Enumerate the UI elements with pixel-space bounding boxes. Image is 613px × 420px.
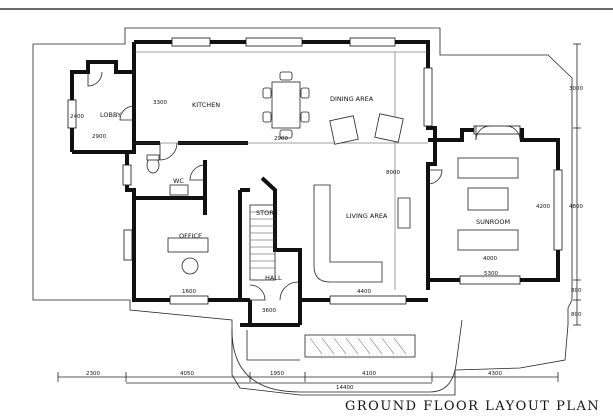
- dim-sunroom-small: 5300: [484, 271, 498, 277]
- dim-right-a: 3000: [569, 86, 583, 92]
- patio-strip: [246, 330, 416, 361]
- dim-kitchen-height: 3300: [153, 100, 167, 106]
- room-kitchen: KITCHEN: [192, 101, 220, 109]
- dim-bottom-4: 4100: [362, 371, 376, 377]
- room-dining: DINING AREA: [330, 95, 374, 103]
- dim-bottom-3: 1950: [270, 371, 284, 377]
- dim-right-d: 800: [571, 312, 582, 318]
- wc-fixtures: [146, 154, 189, 196]
- dim-right-b: 4800: [569, 204, 583, 210]
- plan-title: GROUND FLOOR LAYOUT PLAN: [345, 399, 600, 414]
- dim-lobby-height: 2400: [70, 114, 84, 120]
- room-living: LIVING AREA: [346, 212, 388, 220]
- site-boundary: [32, 27, 573, 396]
- guide-lines: [134, 51, 428, 290]
- room-hall: HALL: [265, 274, 282, 282]
- room-store: STORE: [256, 209, 278, 217]
- room-office: OFFICE: [179, 232, 202, 240]
- dim-sunroom-width: 4000: [483, 256, 497, 262]
- windows: [67, 37, 563, 305]
- staircase: [249, 204, 276, 281]
- dining-table: [262, 71, 404, 145]
- dim-living-small: 4400: [357, 289, 371, 295]
- dim-sunroom-height: 4200: [536, 204, 550, 210]
- dim-living-height: 8000: [386, 170, 400, 176]
- living-sofa: [313, 184, 411, 283]
- right-dimension-line: [573, 43, 581, 326]
- dim-bottom-total: 14400: [336, 385, 354, 391]
- dim-bottom-1: 2300: [86, 371, 100, 377]
- doors: [87, 71, 521, 301]
- dim-bottom-2: 4050: [180, 371, 194, 377]
- dim-dining-width: 2900: [274, 136, 288, 142]
- room-wc: WC: [173, 177, 184, 185]
- dim-lobby-width: 2900: [92, 134, 106, 140]
- dim-office-small-1: 1600: [182, 289, 196, 295]
- dim-right-c: 800: [571, 288, 582, 294]
- bottom-dimension-line: [57, 372, 559, 384]
- office-desk: [167, 237, 209, 275]
- dim-bottom-5: 4300: [488, 371, 502, 377]
- room-lobby: LOBBY: [100, 111, 121, 119]
- room-sunroom: SUNROOM: [476, 218, 510, 226]
- sunroom-furniture: [457, 157, 519, 251]
- dim-office-small-2: 3600: [262, 308, 276, 314]
